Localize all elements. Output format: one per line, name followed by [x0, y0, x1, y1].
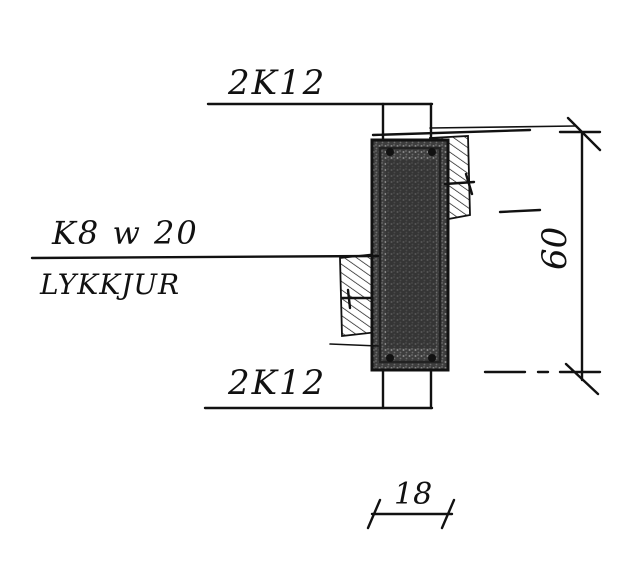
rebar-top-left — [386, 148, 394, 156]
stirrup-leader-line — [30, 254, 380, 260]
stirrup-outline — [378, 146, 442, 364]
guide-mid — [498, 208, 542, 214]
height-dimension-label: 60 — [535, 227, 575, 270]
width-dimension-label: 18 — [394, 477, 432, 512]
width-dimension-tick-left — [366, 498, 382, 530]
width-dimension-tick-right — [440, 498, 456, 530]
stirrup-label: K8 w 20 — [51, 214, 199, 252]
guide-low-dash — [329, 343, 379, 347]
rebar-bottom-right — [428, 354, 436, 362]
beam-core — [386, 160, 436, 348]
rebar-top-right — [428, 148, 436, 156]
top-slab-line-2 — [429, 125, 576, 129]
height-dimension-tick-top — [558, 116, 602, 152]
bottom-rebar-label: 2K12 — [227, 363, 326, 403]
height-dimension-tick-bottom — [558, 362, 602, 396]
top-slab-line — [371, 128, 532, 137]
rebar-bottom-left — [386, 354, 394, 362]
top-rebar-label: 2K12 — [227, 63, 326, 103]
stirrup-note-label: LYKKJUR — [39, 268, 180, 301]
right-flange-arrow — [443, 172, 476, 196]
left-flange-arrow — [340, 288, 374, 310]
